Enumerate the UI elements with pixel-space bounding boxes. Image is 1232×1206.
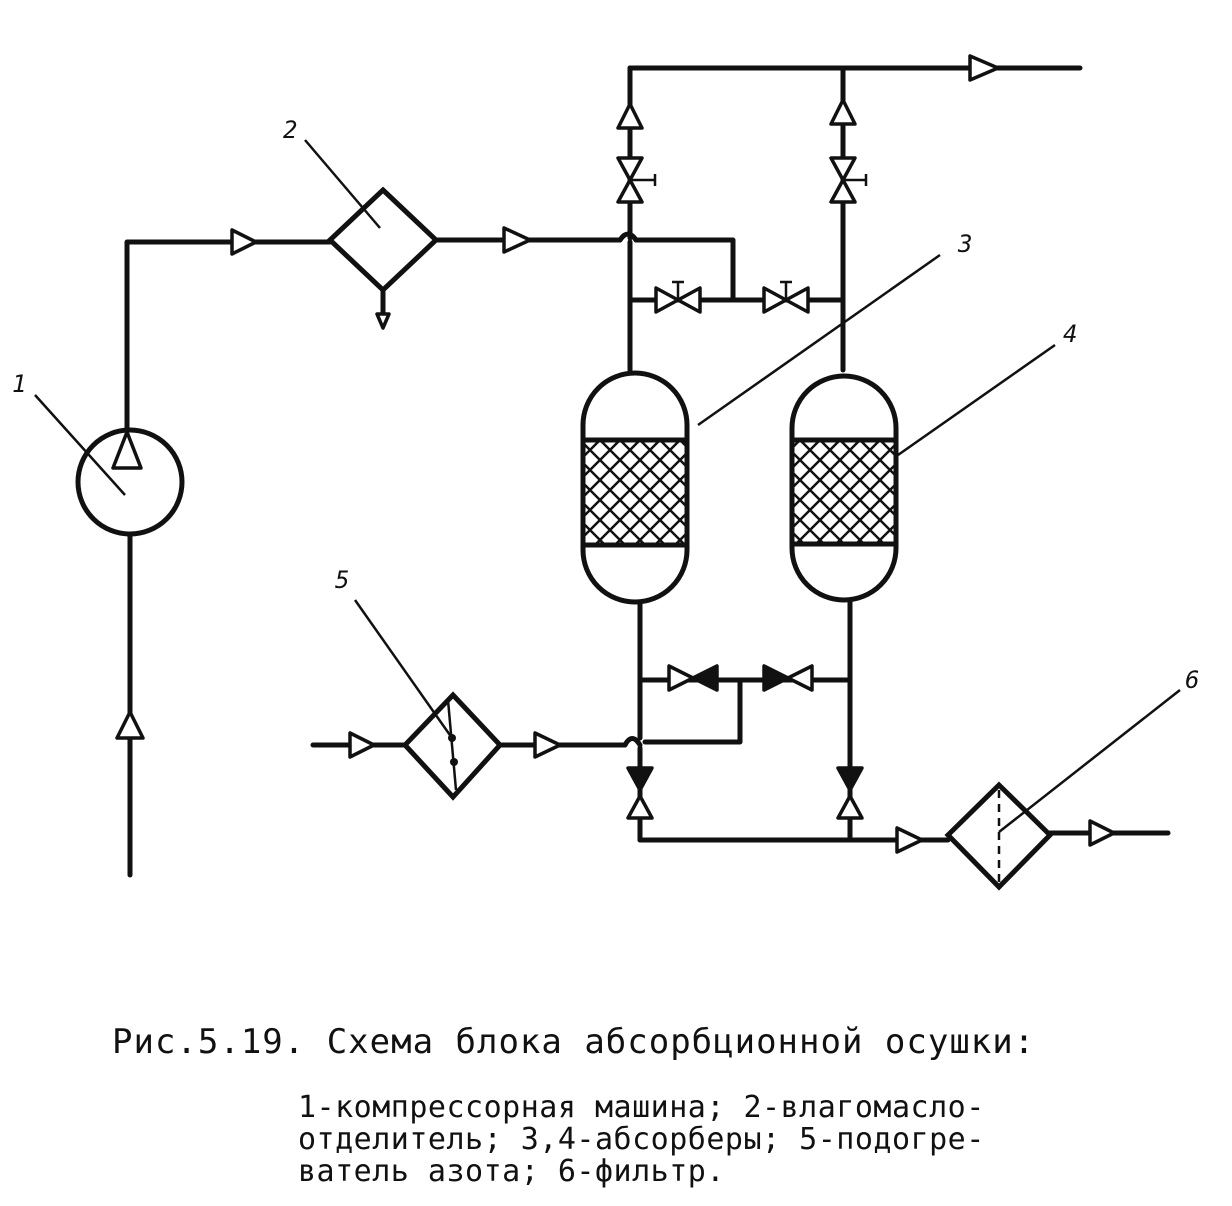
label-filter: 6 (1185, 666, 1199, 694)
flow-arrows (115, 54, 1116, 854)
label-heater: 5 (335, 566, 349, 594)
absorber-right (789, 373, 899, 603)
figure-legend-line: ватель азота; 6-фильтр. (298, 1154, 725, 1189)
absorber-left (580, 370, 690, 605)
label-compressor: 1 (12, 370, 26, 398)
figure-legend-line: отделитель; 3,4-абсорберы; 5-подогре- (298, 1122, 985, 1157)
label-separator: 2 (283, 116, 297, 144)
label-absorber-left: 3 (957, 230, 972, 258)
compressor (75, 427, 185, 537)
nitrogen-heater (401, 691, 504, 801)
callout-labels: 1 2 3 4 5 6 (12, 116, 1199, 694)
leader-lines (34, 139, 1181, 833)
figure-legend-line: 1-компрессорная машина; 2-влагомасло- (298, 1090, 985, 1125)
figure-caption-title: Рис.5.19. Схема блока абсорбционной осуш… (112, 1022, 1036, 1062)
label-absorber-right: 4 (1063, 320, 1077, 348)
oil-water-separator (326, 186, 440, 330)
filter (944, 781, 1054, 891)
valves (616, 156, 868, 820)
